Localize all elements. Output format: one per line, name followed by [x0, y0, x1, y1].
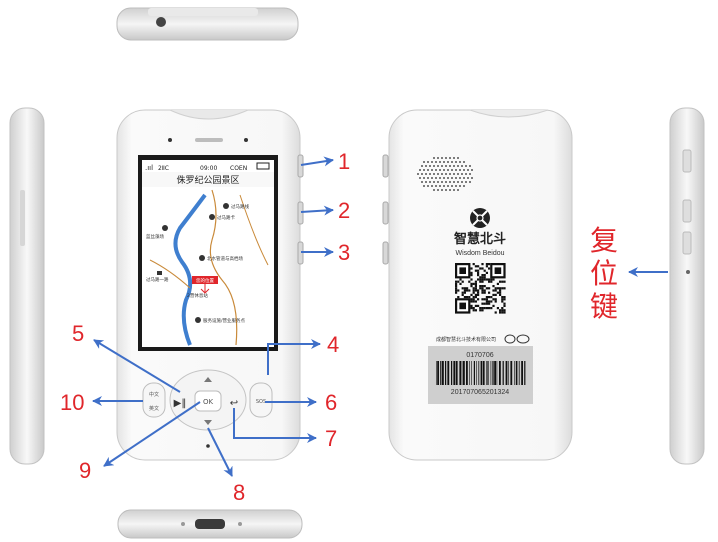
certification-icon — [504, 334, 530, 344]
svg-text:SOS: SOS — [256, 399, 266, 405]
device-right-side — [669, 107, 705, 465]
play-pause-icon[interactable]: ▶‖ — [174, 398, 187, 409]
usb-port-icon — [195, 519, 225, 529]
ok-key[interactable] — [194, 390, 222, 412]
qr-code — [455, 263, 506, 314]
sos-key[interactable] — [249, 382, 273, 418]
brand-name-cn: 智慧北斗 — [454, 231, 506, 247]
back-icon[interactable]: ↩ — [230, 398, 238, 409]
svg-text:OK: OK — [203, 398, 214, 406]
label-2: 2 — [338, 198, 350, 223]
label-1: 1 — [338, 149, 350, 174]
reset-key-label-2: 位 — [590, 257, 618, 290]
reset-hole-icon — [686, 270, 690, 274]
speaker-grille — [417, 157, 473, 191]
barcode — [436, 361, 526, 385]
device-screen: .ııl 2ⅡC 09:00 COEN 侏罗纪公园景区 过马路线 过马路卡 蓝丝… — [138, 155, 278, 351]
screen-location-alert: 您的位置 — [196, 277, 214, 284]
svg-text:过马路线: 过马路线 — [231, 203, 249, 210]
barcode-bottom-number: 201707065201324 — [451, 389, 510, 396]
svg-text:2营休息站: 2营休息站 — [187, 292, 208, 299]
annotation-arrows — [92, 156, 668, 477]
reset-key-label-3: 键 — [590, 290, 618, 323]
barcode-top-number: 0170706 — [466, 352, 493, 359]
label-3: 3 — [338, 240, 350, 265]
svg-text:服务设施/营业服务点: 服务设施/营业服务点 — [203, 317, 246, 324]
svg-text:北水管道与高档场: 北水管道与高档场 — [207, 255, 243, 262]
label-10: 10 — [60, 390, 84, 415]
brand-name-en: Wisdom Beidou — [455, 250, 504, 257]
screen-status-right: COEN — [230, 165, 247, 172]
brand-logo-icon — [470, 208, 490, 228]
svg-text:中文: 中文 — [149, 391, 159, 398]
device-back: 智慧北斗 Wisdom Beidou 成都智慧北斗技术有限公司 0170706 … — [382, 109, 573, 461]
annotation-labels: 1 2 3 4 5 6 7 8 9 10 复 位 键 — [60, 149, 618, 505]
company-name: 成都智慧北斗技术有限公司 — [436, 336, 496, 343]
dpad-down-icon[interactable] — [204, 420, 212, 425]
svg-text:蓝丝藻场: 蓝丝藻场 — [146, 233, 164, 240]
label-9: 9 — [79, 458, 91, 483]
label-6: 6 — [325, 390, 337, 415]
label-4: 4 — [327, 332, 339, 357]
device-top-edge — [116, 7, 299, 41]
svg-text:过马路一路: 过马路一路 — [146, 276, 169, 283]
screen-status-time: 09:00 — [200, 165, 217, 172]
device-left-side — [9, 107, 45, 465]
device-bottom-edge — [117, 509, 303, 539]
reset-key-label-1: 复 — [590, 224, 618, 257]
svg-text:过马路卡: 过马路卡 — [217, 214, 235, 221]
screen-title: 侏罗纪公园景区 — [176, 174, 239, 186]
dpad-up-icon[interactable] — [204, 377, 212, 382]
svg-text:.ııl: .ııl — [145, 164, 153, 172]
svg-text:英文: 英文 — [149, 405, 159, 412]
label-8: 8 — [233, 480, 245, 505]
label-7: 7 — [325, 426, 337, 451]
label-5: 5 — [72, 321, 84, 346]
headphone-jack-icon — [156, 17, 166, 27]
screen-status-left: 2ⅡC — [158, 165, 169, 172]
